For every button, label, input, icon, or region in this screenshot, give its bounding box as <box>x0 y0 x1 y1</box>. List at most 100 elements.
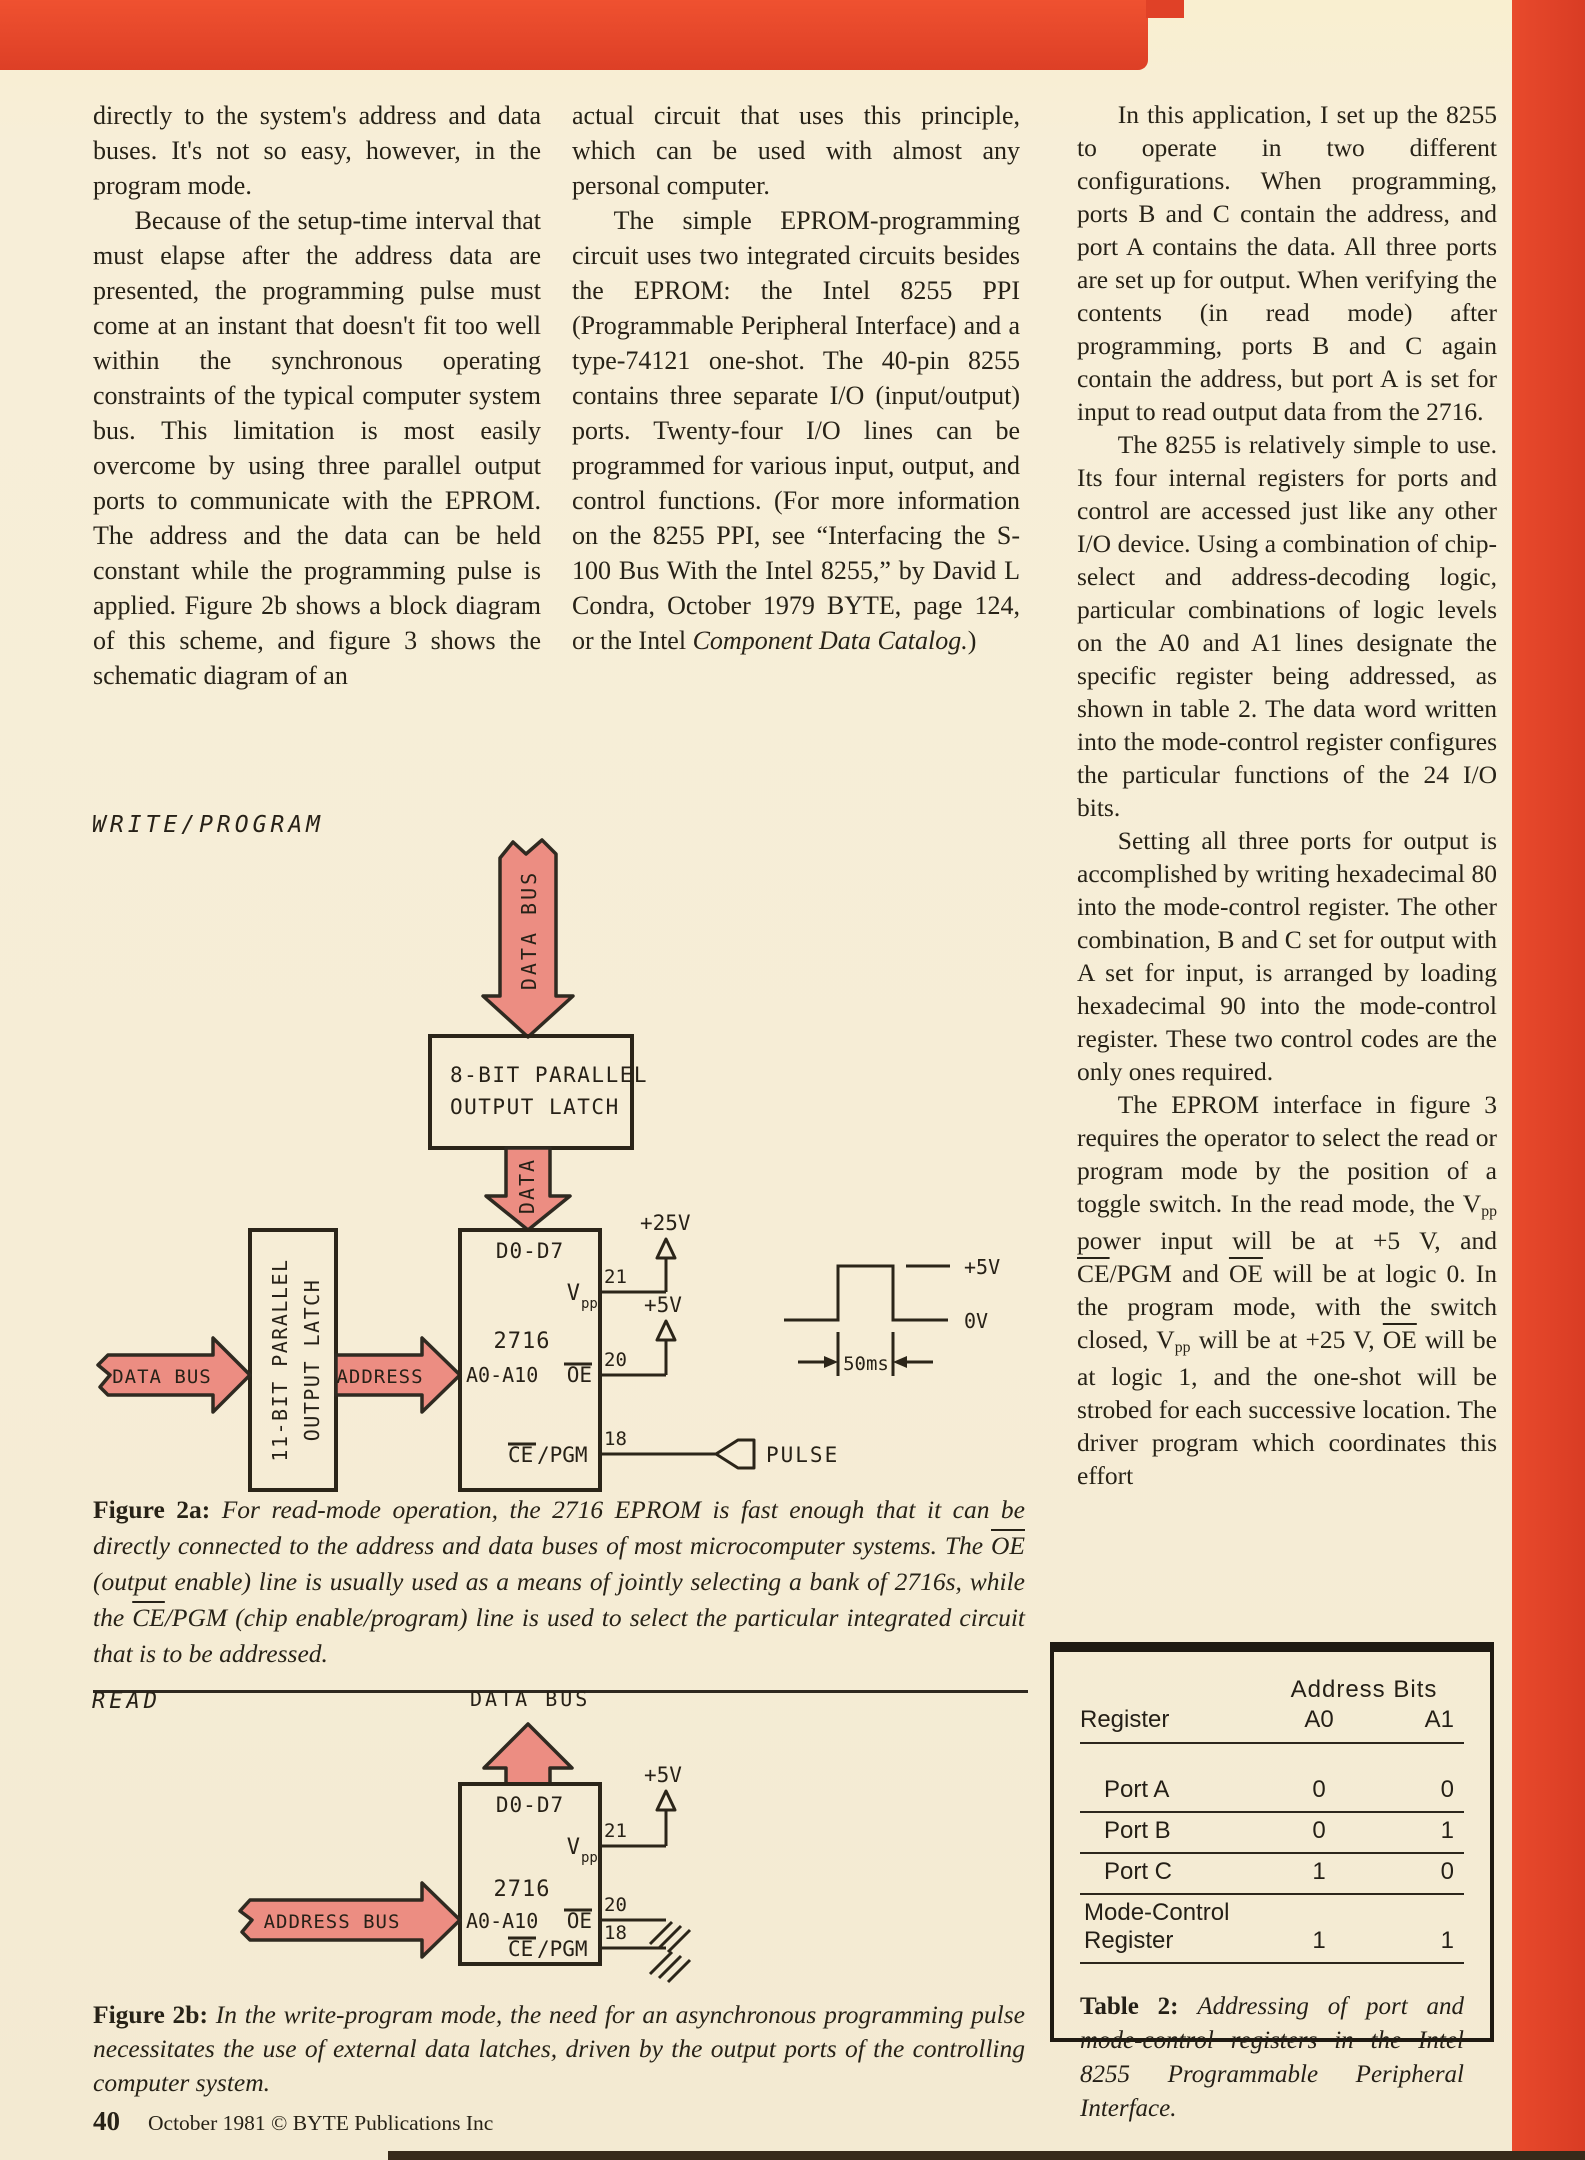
a1-value: 1 <box>1440 1927 1454 1954</box>
text-segment: power input will be at +5 V, and <box>1077 1226 1497 1255</box>
figure-2a-caption: Figure 2a: For read-mode operation, the … <box>93 1492 1025 1672</box>
text-segment: OE <box>1382 1325 1417 1354</box>
paragraph: actual circuit that uses this principle,… <box>572 98 1020 203</box>
caption-segment: Figure 2a: <box>93 1495 222 1524</box>
caption-segment: /PGM (chip enable/program) line is used … <box>93 1603 1026 1668</box>
top-red-band-end <box>1146 0 1184 18</box>
caption-segment: Figure 2b: <box>93 2000 216 2029</box>
right-red-band <box>1512 0 1585 2160</box>
a0-value: 0 <box>1312 1776 1326 1803</box>
column-header-a0: A0 <box>1304 1706 1334 1733</box>
address-bus-label: ADDRESS BUS <box>264 1911 401 1933</box>
right-arrowhead-icon <box>824 1356 838 1368</box>
a0-a10-label: A0-A10 <box>466 1909 538 1933</box>
column-header-register: Register <box>1080 1706 1170 1733</box>
data-bus-left-label: DATA BUS <box>112 1366 212 1388</box>
pulse-label: PULSE <box>766 1443 839 1467</box>
latch8-line1: 8-BIT PARALLEL <box>450 1063 648 1087</box>
pin21-number: 21 <box>604 1820 627 1842</box>
a0-a10-label: A0-A10 <box>466 1363 538 1387</box>
scan-shadow <box>388 2151 1585 2160</box>
up-arrow-icon <box>655 1789 677 1812</box>
table-body: Port A 0 0 Port B 0 1 Port C 1 0 Mo <box>1080 1772 1464 1964</box>
a1-value: 0 <box>1440 1858 1454 1885</box>
data-bus-vertical-label: DATA BUS <box>517 870 541 990</box>
pulse-waveform <box>784 1264 948 1322</box>
eprom-2716-box <box>458 1228 602 1492</box>
pulse-tag-icon <box>714 1438 756 1470</box>
address-bus-arrow <box>238 1881 462 1959</box>
write-program-label: WRITE/PROGRAM <box>92 812 324 838</box>
caption-segment: Addressing of port and mode-control regi… <box>1080 1993 1464 2122</box>
latch8-line2: OUTPUT LATCH <box>450 1095 620 1119</box>
text-segment: Component Data Catalog. <box>692 626 968 655</box>
page-footer: 40 October 1981 © BYTE Publications Inc <box>93 2106 493 2137</box>
register-name-line2: Register <box>1084 1927 1174 1954</box>
paragraph: Setting all three ports for output is ac… <box>1077 824 1497 1088</box>
text-segment: OE <box>1228 1259 1263 1288</box>
register-name: Port C <box>1104 1858 1173 1885</box>
paragraph: The EPROM interface in figure 3 requires… <box>1077 1088 1497 1492</box>
eprom-2716-box <box>458 1782 602 1966</box>
pin20-number: 20 <box>604 1349 627 1371</box>
a0-value: 0 <box>1312 1817 1326 1844</box>
figure-2a-write-program-diagram: WRITE/PROGRAM DATA BUS 8-BIT PARALLEL OU… <box>92 812 1000 1492</box>
table-header-group: Address Bits <box>1290 1676 1438 1703</box>
latch11-line1: 11-BIT PARALLEL <box>268 1258 292 1461</box>
data-bus-down-arrow <box>481 838 575 1039</box>
register-name: Mode-Control <box>1084 1899 1230 1926</box>
text-segment: The simple EPROM-programming circuit use… <box>572 206 1020 655</box>
top-red-band <box>0 0 1148 70</box>
text-segment: will be at +25 V, <box>1190 1325 1383 1354</box>
pgm-label: /PGM <box>537 1937 588 1961</box>
pulse-width-label: 50ms <box>843 1353 889 1375</box>
data-down-arrow <box>484 1146 572 1232</box>
paragraph: Because of the setup-time interval that … <box>93 203 541 693</box>
left-arrowhead-icon <box>893 1356 907 1368</box>
table-column-headers: Register A0 A1 <box>1080 1704 1464 1744</box>
pgm-label: /PGM <box>537 1443 588 1467</box>
text-segment: will be at logic 1, and the one-shot wil… <box>1077 1325 1497 1490</box>
pin20-number: 20 <box>604 1894 627 1916</box>
text-segment: In this application, I set up the 8255 t… <box>1077 100 1497 426</box>
chip-name-label: 2716 <box>494 1329 551 1354</box>
text-segment: will be at logic 0. In the program mode,… <box>1077 1259 1497 1354</box>
vpp-label: V <box>567 1835 580 1860</box>
text-segment: /PGM and <box>1109 1259 1229 1288</box>
ground-symbol-icon <box>648 1950 692 1984</box>
table-row: Port A 0 0 <box>1080 1772 1464 1813</box>
figure-2b-caption: Figure 2b: In the write-program mode, th… <box>93 1998 1025 2100</box>
oe-label: OE <box>567 1363 592 1387</box>
ground-symbol-icon <box>648 1920 692 1954</box>
vpp-label: V <box>567 1281 580 1306</box>
caption-segment: (output enable) line is usually used as … <box>93 1567 1025 1632</box>
text-segment: Because of the setup-time interval that … <box>93 206 541 690</box>
caption-segment: OE <box>991 1531 1025 1560</box>
oe-label: OE <box>567 1909 592 1933</box>
d0-d7-label: D0-D7 <box>496 1239 564 1263</box>
table-row: Port C 1 0 <box>1080 1854 1464 1895</box>
section-divider <box>93 1690 1028 1693</box>
latch11-line2: OUTPUT LATCH <box>300 1279 324 1442</box>
latch8-box <box>428 1034 634 1150</box>
text-segment: Setting all three ports for output is ac… <box>1077 826 1497 1086</box>
chip-name-label: 2716 <box>494 1877 551 1902</box>
text-segment: actual circuit that uses this principle,… <box>572 101 1020 200</box>
data-bus-right-arrow <box>96 1336 252 1414</box>
register-name: Port A <box>1104 1776 1170 1803</box>
text-segment: pp <box>1174 1339 1191 1357</box>
up-arrow-icon <box>655 1319 677 1342</box>
caption-segment: In the write-program mode, the need for … <box>93 2000 1025 2097</box>
ce-label: CE <box>508 1937 533 1961</box>
a1-value: 0 <box>1440 1776 1454 1803</box>
publication-credit: October 1981 © BYTE Publications Inc <box>148 2111 494 2135</box>
table-2-caption: Table 2: Addressing of port and mode-con… <box>1080 1990 1464 2126</box>
waveform-low-label: 0V <box>964 1309 988 1333</box>
plus5v-label: +5V <box>644 1293 682 1317</box>
table-row: Port B 0 1 <box>1080 1813 1464 1854</box>
pin21-number: 21 <box>604 1266 627 1288</box>
a1-value: 1 <box>1440 1817 1454 1844</box>
paragraph: directly to the system's address and dat… <box>93 98 541 203</box>
